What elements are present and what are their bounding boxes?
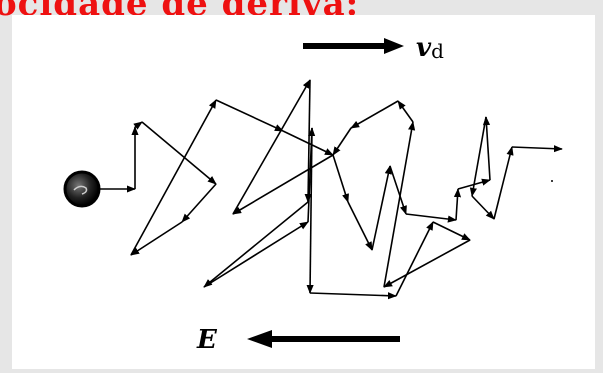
path-segment xyxy=(482,116,491,181)
figure-panel xyxy=(12,15,595,369)
path-segment xyxy=(141,121,217,185)
path-segment xyxy=(130,99,217,256)
drift-velocity-arrow xyxy=(303,38,404,54)
path-segment xyxy=(282,130,334,156)
electric-field-arrow xyxy=(247,330,400,348)
electron-icon xyxy=(63,170,101,208)
path-segment xyxy=(371,165,392,251)
path-segment xyxy=(383,239,471,288)
path-segment xyxy=(383,121,416,288)
path-segment xyxy=(332,154,349,203)
path-segment xyxy=(232,154,334,215)
path-segment xyxy=(203,201,309,288)
path-segment xyxy=(350,100,399,129)
path-segment xyxy=(130,221,183,256)
stray-mark xyxy=(551,180,553,182)
path-segment xyxy=(493,146,514,220)
drift-velocity-label: vd xyxy=(416,33,444,63)
path-segment xyxy=(203,221,309,288)
path-segment xyxy=(389,165,407,215)
path-segment xyxy=(432,221,471,241)
path-segment xyxy=(469,116,487,197)
path-segment xyxy=(347,201,373,251)
path-segment xyxy=(309,292,397,300)
path-segment xyxy=(395,221,434,297)
path-segment xyxy=(511,145,563,153)
path-segment xyxy=(405,213,457,223)
electric-field-label: E xyxy=(196,325,218,355)
path-segment xyxy=(397,100,414,123)
electron-random-walk-path xyxy=(100,79,563,300)
path-segment xyxy=(304,79,312,203)
path-segment xyxy=(232,79,311,215)
path-segment xyxy=(133,121,143,130)
path-segment xyxy=(215,99,284,132)
path-segment xyxy=(453,188,462,221)
path-segment xyxy=(306,127,314,294)
path-segment xyxy=(181,183,217,223)
path-segment xyxy=(332,127,352,156)
path-segment xyxy=(471,195,495,220)
